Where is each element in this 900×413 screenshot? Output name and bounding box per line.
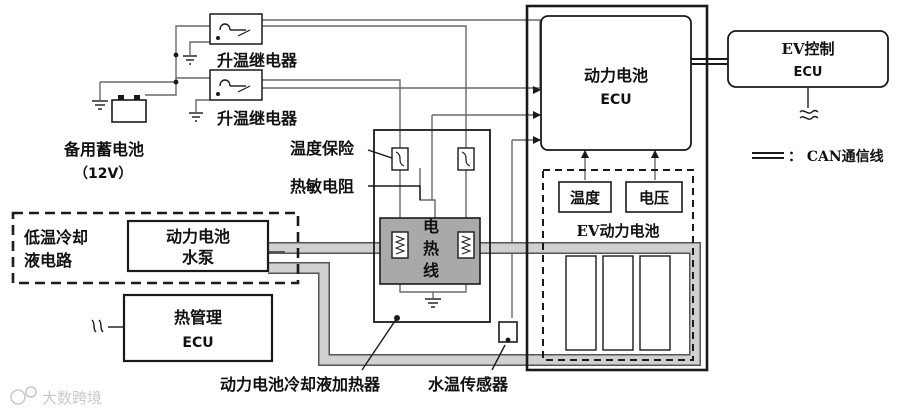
signal-arrows: [533, 86, 659, 158]
can-lines: [691, 58, 784, 159]
ev-battery-enclosure: [525, 4, 709, 372]
coolant-heater-label: 动力电池冷却液加热器: [220, 375, 381, 394]
coolant-pipe: [268, 242, 701, 366]
watermark-text: 大数跨境: [42, 389, 102, 407]
battery-ecu-box[interactable]: [540, 15, 692, 151]
relay-icon: [209, 69, 263, 101]
ev-control-label-2: ECU: [794, 65, 823, 80]
pump-label-1: 动力电池: [166, 227, 230, 246]
battery-pump-box[interactable]: [126, 219, 270, 273]
leader-lines: [361, 149, 506, 371]
voltage-sensor-box: [625, 181, 683, 213]
battery-icon: [111, 95, 147, 123]
battery-ecu-label-2: ECU: [600, 92, 631, 108]
ground-icon: [189, 112, 203, 122]
heater-char-1: 电: [423, 217, 439, 236]
ground-icon: [183, 55, 197, 65]
relay-top-label: 升温继电器: [217, 51, 298, 70]
ev-battery-dashed-box: [542, 169, 694, 361]
relay-icon: [209, 13, 263, 45]
coolant-heater-housing: [373, 129, 491, 323]
battery-cells: [565, 255, 671, 351]
low-temp-loop-box: [11, 211, 300, 285]
temperature-sensor-box: [558, 181, 612, 213]
pump-label-2: 水泵: [182, 248, 214, 267]
ground-icon: [425, 298, 441, 308]
heater-char-3: 线: [423, 261, 439, 280]
resistor-icon: [457, 231, 475, 259]
relay-bottom-label: 升温继电器: [217, 109, 298, 128]
backup-battery-label: 备用蓄电池: [63, 140, 144, 159]
thermal-ecu-box[interactable]: [122, 293, 274, 363]
watermark-logo: [10, 386, 37, 405]
ev-control-label-1: EV控制: [781, 40, 834, 58]
thermal-ecu-label-1: 热管理: [174, 308, 222, 327]
thermal-ecu-label-2: ECU: [182, 335, 213, 351]
low-temp-loop-label-1: 低温冷却: [23, 228, 88, 247]
thermal-fuse-label: 温度保险: [289, 139, 355, 158]
battery-ecu-label-1: 动力电池: [584, 66, 648, 85]
backup-battery-voltage: （12V）: [74, 166, 132, 182]
ev-battery-label: EV动力电池: [576, 222, 659, 240]
temperature-label: 温度: [570, 189, 601, 207]
wave-icon: [799, 87, 819, 120]
fuse-icon: [457, 147, 475, 171]
resistor-icon: [391, 231, 409, 259]
fuse-icon: [391, 147, 409, 171]
water-temp-sensor-label: 水温传感器: [428, 375, 509, 394]
can-legend-label: ： CAN通信线: [788, 148, 884, 165]
thermistor-label: 热敏电阻: [290, 177, 354, 196]
wave-icon: [91, 319, 124, 333]
heater-char-2: 热: [423, 239, 439, 258]
voltage-label: 电压: [639, 189, 669, 207]
low-temp-loop-label-2: 液电路: [24, 251, 73, 270]
ground-icon: [92, 100, 108, 110]
